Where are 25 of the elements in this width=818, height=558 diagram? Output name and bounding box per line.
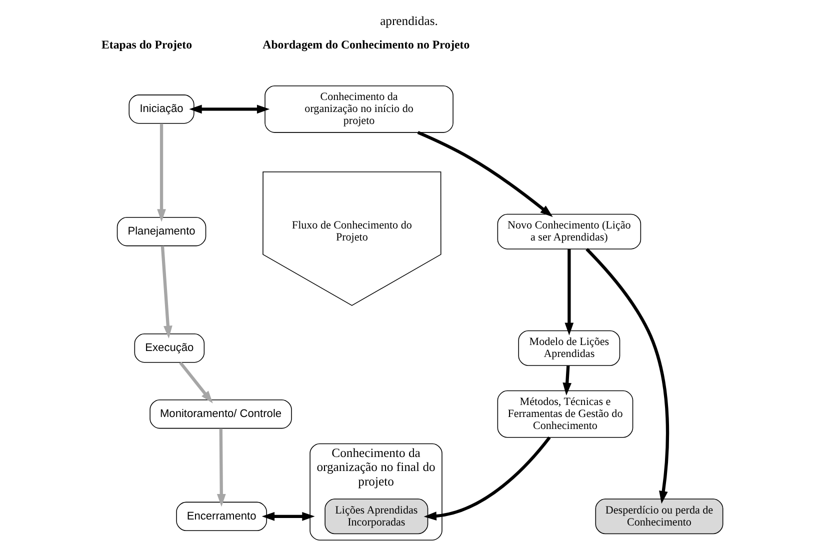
arrow xyxy=(417,131,553,217)
node-box: Monitoramento/ Controle xyxy=(150,399,292,429)
arrow xyxy=(562,366,572,396)
node-box: Planejamento xyxy=(116,216,206,246)
arrow xyxy=(564,249,574,336)
arrow xyxy=(179,362,213,404)
arrow xyxy=(157,124,166,222)
node-box: Iniciação xyxy=(128,94,194,124)
label: Etapas do Projeto xyxy=(101,37,192,52)
arrow xyxy=(424,436,551,521)
caption: aprendidas. xyxy=(380,14,438,28)
label: Abordagem do Conhecimento no Projeto xyxy=(262,37,470,52)
node-box: Lições Aprendidas Incorporadas xyxy=(324,498,428,534)
arrow xyxy=(586,248,670,504)
node-box: Desperdício ou perda de Conhecimento xyxy=(595,498,724,534)
node-box: Execução xyxy=(134,334,205,363)
node-box: Novo Conhecimento (Lição a ser Aprendidas) xyxy=(497,214,642,250)
node-box: Modelo de Lições Aprendidas xyxy=(518,330,620,366)
node-box: Métodos, Técnicas e Ferramentas de Gestão do Conhecimento xyxy=(497,390,634,438)
arrow xyxy=(262,512,315,521)
arrow xyxy=(189,104,270,114)
node-box: Encerramento xyxy=(176,502,267,532)
node-box: Conhecimento da organização no início do projeto xyxy=(264,85,454,133)
arrow xyxy=(216,428,226,507)
arrow xyxy=(160,246,172,338)
